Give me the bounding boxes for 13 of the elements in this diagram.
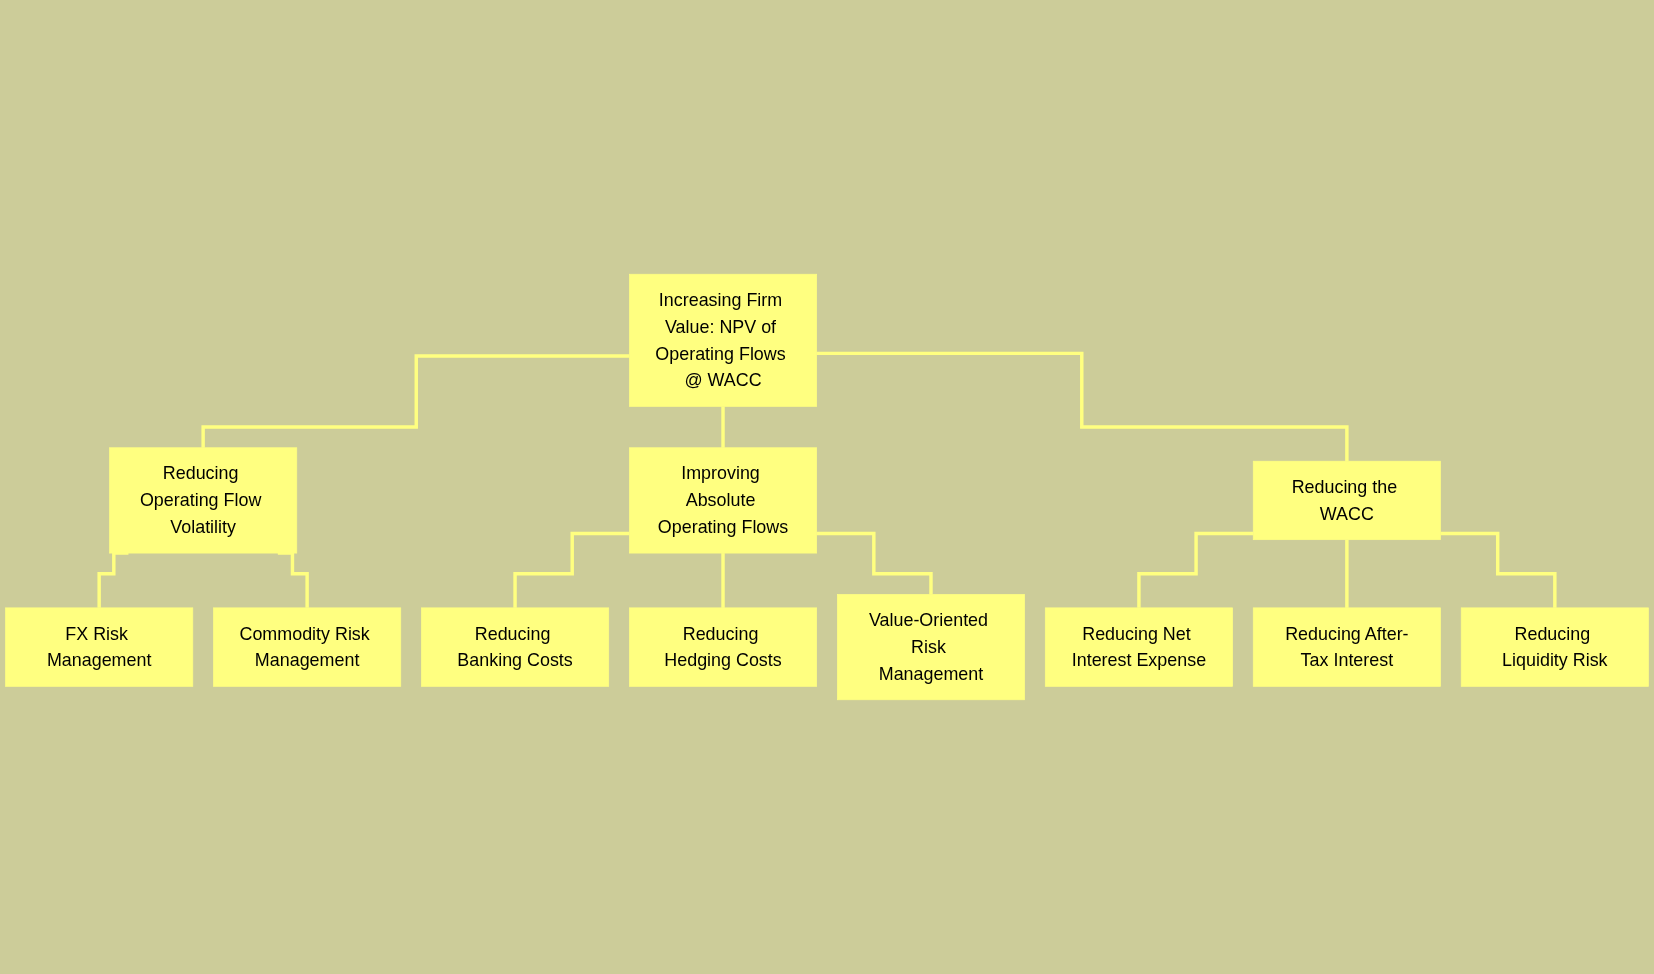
node-box: Improving Absolute Operating Flows [629, 447, 817, 554]
node-box: Reducing Operating Flow Volatility [109, 447, 298, 554]
node-box: Reducing After-Tax Interest [1252, 607, 1441, 687]
node-box: Reducing Banking Costs [421, 607, 610, 687]
node-box: Value-Oriented Risk Management [837, 594, 1025, 701]
connector [816, 351, 1349, 463]
node-box: Reducing Liquidity Risk [1460, 607, 1649, 687]
node-box: Increasing Firm Value: NPV of Operating Flows @ WACC [629, 273, 817, 407]
node-box: Commodity Risk Management [213, 607, 402, 687]
node-box: Reducing Hedging Costs [629, 607, 817, 687]
node-box: Reducing Net Interest Expense [1044, 607, 1233, 687]
node-box: FX Risk Management [5, 607, 194, 687]
node-box: Reducing the WACC [1252, 460, 1441, 541]
